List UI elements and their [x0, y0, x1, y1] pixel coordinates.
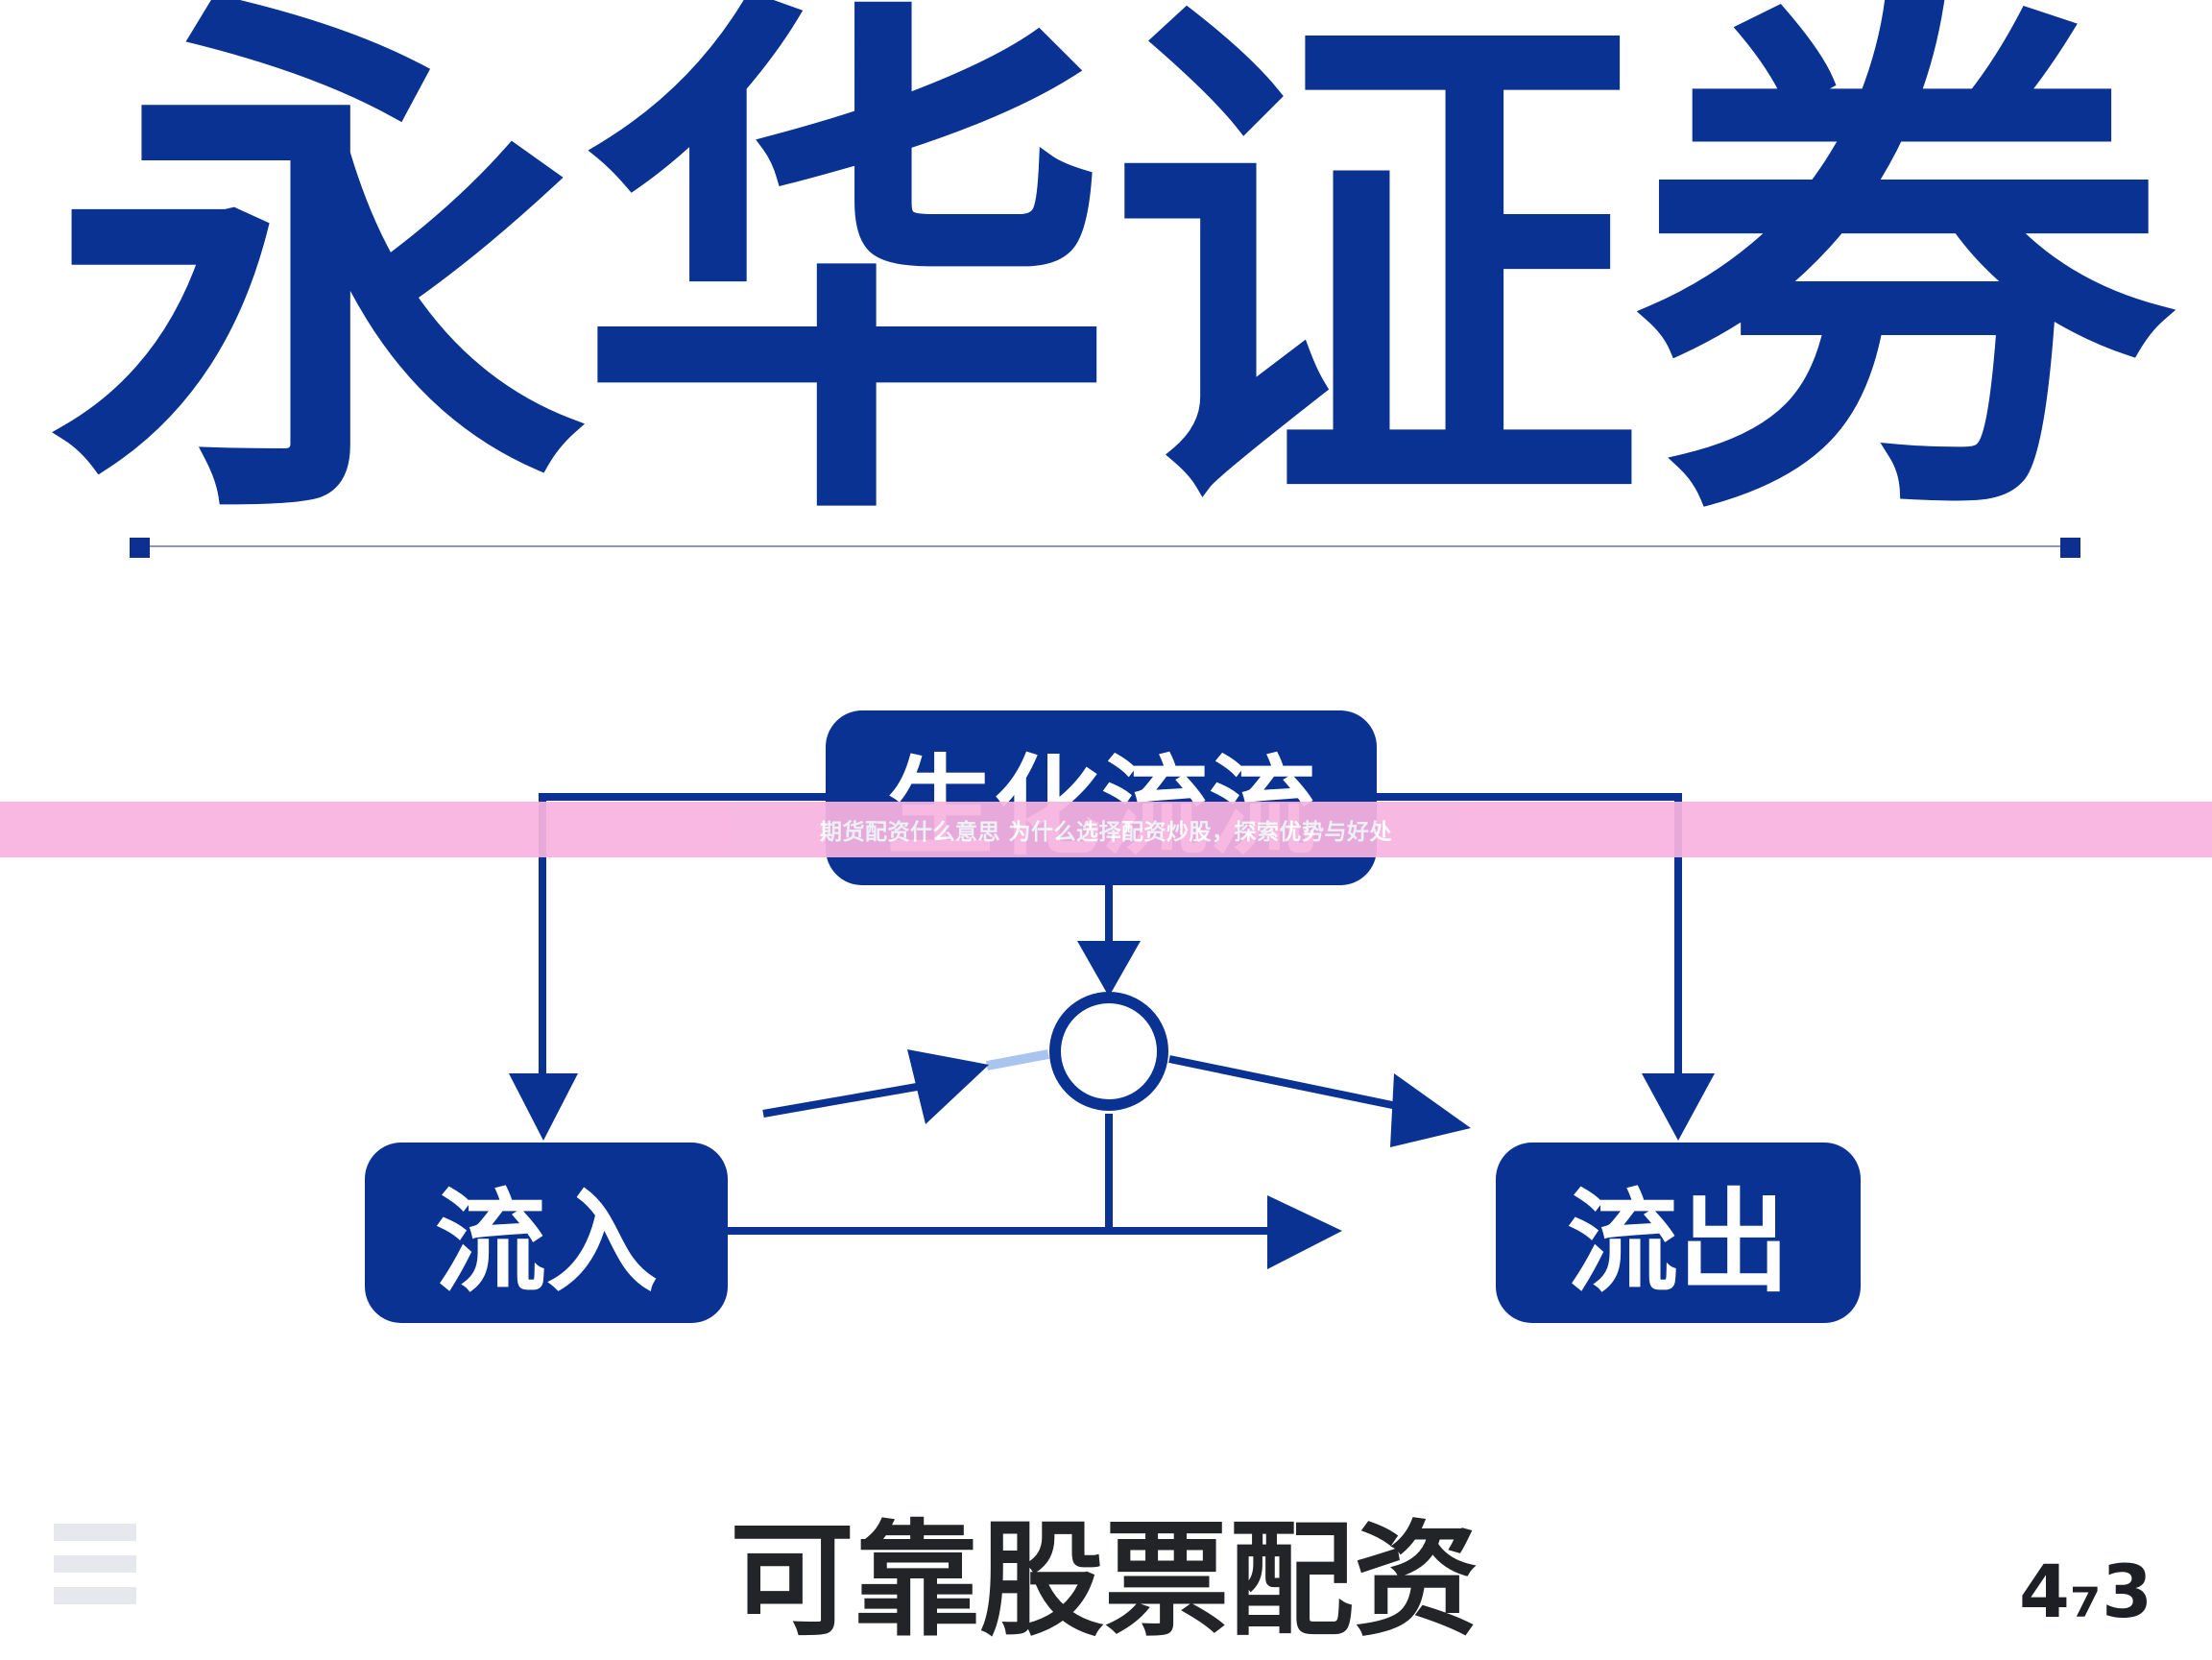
divider-end-left — [130, 538, 150, 558]
footer-label: 可靠股票配资 — [729, 1507, 1479, 1653]
article-banner[interactable]: 期货配资什么意思 为什么选择配资炒股，探索优势与好处 — [0, 802, 2212, 857]
node-top: 生化流流 — [826, 710, 1377, 885]
banner-text: 期货配资什么意思 为什么选择配资炒股，探索优势与好处 — [819, 820, 1392, 845]
node-inflow-label: 流入 — [435, 1178, 658, 1308]
footer-number: 4₇3 — [2018, 1549, 2152, 1634]
node-outflow: 流出 — [1496, 1143, 1861, 1323]
circle-junction-icon — [1049, 992, 1168, 1111]
divider-end-right — [2060, 538, 2080, 558]
page-title: 永华证券 — [50, 0, 2172, 538]
node-outflow-label: 流出 — [1567, 1178, 1790, 1308]
divider-line — [139, 545, 2073, 547]
node-inflow: 流入 — [365, 1143, 728, 1323]
menu-icon[interactable] — [54, 1524, 136, 1616]
